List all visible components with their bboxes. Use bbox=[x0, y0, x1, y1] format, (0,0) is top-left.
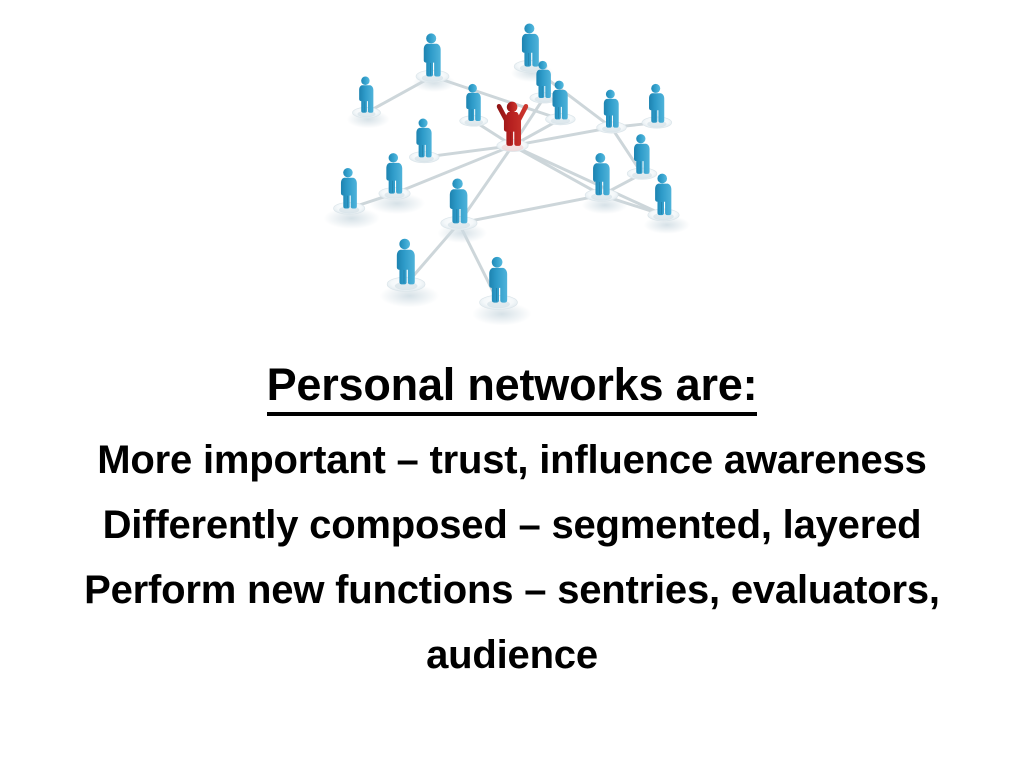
bullet-line-3: Perform new functions – sentries, evalua… bbox=[84, 568, 940, 677]
bullet-line-2: Differently composed – segmented, layere… bbox=[102, 503, 922, 547]
network-people bbox=[338, 23, 675, 309]
social-network-diagram-image bbox=[287, 12, 743, 342]
network-svg bbox=[323, 23, 690, 326]
slide-title-text: Personal networks are: bbox=[266, 359, 758, 416]
bullet-line-1: More important – trust, influence awaren… bbox=[97, 438, 927, 482]
slide-text-block: Personal networks are: More important – … bbox=[0, 356, 1024, 688]
slide-title: Personal networks are: bbox=[0, 356, 1024, 416]
